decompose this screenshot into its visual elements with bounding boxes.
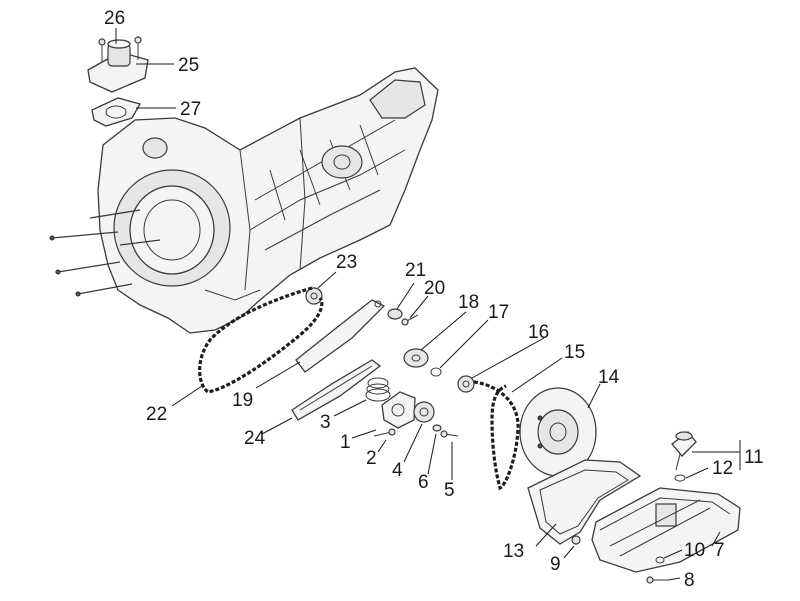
o-ring: [430, 367, 442, 377]
leader-lines: [115, 28, 741, 581]
callout-6: 6: [418, 472, 429, 493]
callout-10: 10: [684, 540, 705, 561]
crank-sprocket: [457, 375, 475, 393]
drive-chain: [473, 380, 520, 491]
cover-bolts: [98, 36, 142, 62]
callout-14: 14: [598, 367, 620, 388]
callout-1: 1: [340, 432, 351, 453]
dipstick-o-ring: [674, 474, 686, 482]
callout-20: 20: [424, 278, 445, 299]
spacer: [387, 308, 403, 320]
callout-11: 11: [744, 447, 764, 468]
callout-19: 19: [232, 390, 253, 411]
callout-22: 22: [146, 404, 167, 425]
callout-13: 13: [503, 541, 524, 562]
callout-4: 4: [392, 460, 403, 481]
drive-sprocket: [305, 287, 323, 305]
callout-17: 17: [488, 302, 509, 323]
drain-washer: [655, 556, 665, 564]
oil-pump-body: [381, 391, 416, 429]
callout-23: 23: [336, 252, 357, 273]
callout-21: 21: [405, 260, 426, 281]
chain-tensioner-shoe: [291, 359, 382, 421]
callout-26: 26: [104, 8, 125, 29]
callout-3: 3: [320, 412, 331, 433]
chain-guide: [295, 299, 386, 373]
callout-5: 5: [444, 480, 455, 501]
oil-sump: [591, 487, 741, 573]
cover-plate: [87, 39, 149, 93]
callout-24: 24: [244, 428, 266, 449]
oil-pump-chain: [198, 286, 324, 394]
callout-8: 8: [684, 570, 695, 591]
callout-7: 7: [714, 540, 725, 561]
callout-25: 25: [178, 55, 199, 76]
callout-18: 18: [458, 292, 479, 313]
crankcase: [49, 67, 439, 334]
callout-27: 27: [180, 99, 201, 120]
thrust-washer: [403, 348, 429, 368]
pump-spring: [365, 377, 391, 402]
cover-gasket: [91, 97, 141, 127]
washer-6: [432, 424, 442, 432]
drain-plug: [571, 535, 581, 545]
sump-gasket: [527, 459, 642, 545]
bolt-5: [440, 430, 459, 438]
callout-9: 9: [550, 554, 561, 575]
pump-bolt: [373, 428, 396, 437]
callout-labels: 26 25 27 23 21 20 18 17 16 15 14 22 19 3…: [104, 8, 764, 591]
oil-dipstick: [671, 431, 697, 471]
callout-12: 12: [712, 458, 733, 479]
callout-15: 15: [564, 342, 585, 363]
sump-screw: [646, 576, 668, 584]
screw-20: [401, 314, 419, 326]
pump-sprocket: [413, 401, 435, 423]
callout-16: 16: [528, 322, 549, 343]
callout-2: 2: [366, 448, 377, 469]
rotor-disc: [519, 387, 597, 477]
